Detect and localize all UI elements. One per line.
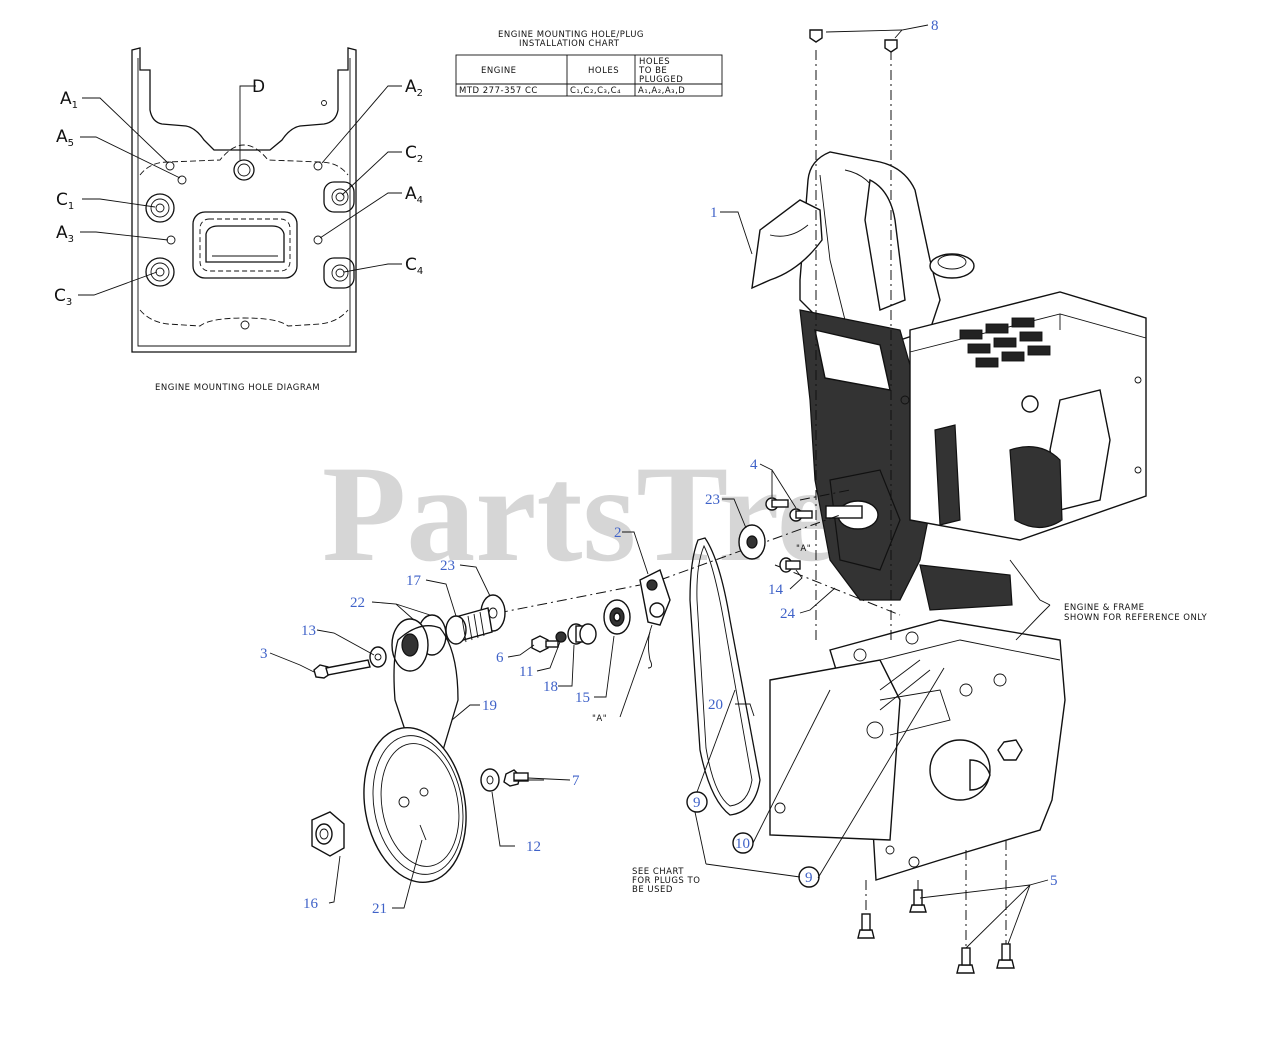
callout-18: 18 — [543, 679, 558, 695]
label-c4: C4 — [405, 255, 423, 277]
chart-header-holes: HOLES — [588, 66, 619, 76]
callout-16: 16 — [303, 896, 319, 912]
label-a2: A2 — [405, 77, 423, 99]
callout-4: 4 — [750, 457, 758, 473]
part-8-bolts — [809, 29, 898, 53]
note-reference-line1: ENGINE & FRAME — [1064, 603, 1145, 613]
callout-22: 22 — [350, 595, 365, 611]
callout-5: 5 — [1050, 873, 1058, 889]
label-a3: A3 — [56, 223, 74, 245]
label-a1: A1 — [60, 89, 78, 111]
label-a5: A5 — [56, 127, 74, 149]
callout-20: 20 — [708, 697, 723, 713]
engine-assembly — [799, 151, 1147, 611]
chart-title-line1: ENGINE MOUNTING HOLE/PLUG — [498, 30, 644, 40]
part-23-washer-right — [738, 524, 766, 560]
callout-7: 7 — [572, 773, 580, 789]
callout-23-right: 23 — [705, 492, 720, 508]
chart-header-plugged-2: TO BE — [638, 66, 667, 76]
chart-header-engine: ENGINE — [481, 66, 517, 76]
leader-lines — [269, 24, 1051, 949]
chart-cell-engine: MTD 277-357 CC — [459, 86, 538, 96]
label-a4: A4 — [405, 184, 423, 206]
part-14-bolt — [779, 557, 801, 573]
callout-3: 3 — [260, 646, 268, 662]
label-c3: C3 — [54, 286, 72, 308]
part-3-bolt — [313, 659, 371, 679]
callout-13: 13 — [301, 623, 316, 639]
notes: ENGINE & FRAME SHOWN FOR REFERENCE ONLY … — [592, 544, 1207, 895]
callout-8: 8 — [931, 18, 939, 34]
note-a-mark-upper: "A" — [796, 544, 811, 554]
note-see-chart-line1: SEE CHART — [632, 867, 684, 877]
callouts: 8 1 4 23 2 14 24 23 17 22 13 3 6 11 18 1… — [260, 18, 1058, 917]
callout-6: 6 — [496, 650, 504, 666]
part-18-spacer — [567, 623, 597, 645]
part-1-deflector — [751, 199, 823, 290]
frame-assembly — [769, 619, 1066, 881]
label-d: D — [252, 77, 265, 97]
callout-23-left: 23 — [440, 558, 455, 574]
part-21-large-pulley — [363, 726, 467, 884]
callout-21: 21 — [372, 901, 387, 917]
chart-header-plugged-1: HOLES — [639, 57, 670, 67]
note-see-chart-line2: FOR PLUGS TO — [632, 876, 700, 886]
chart-cell-holes: C₁,C₂,C₃,C₄ — [570, 86, 621, 96]
label-c2: C2 — [405, 143, 423, 165]
part-4-bolts — [765, 497, 813, 522]
note-a-mark-lower: "A" — [592, 714, 607, 724]
callout-14: 14 — [768, 582, 784, 598]
chart-title-line2: INSTALLATION CHART — [519, 39, 620, 49]
callout-9-lower: 9 — [805, 870, 813, 886]
mounting-hole-diagram: A1 A5 C1 A3 C3 D A2 C2 A4 C4 ENGINE MOUN… — [54, 47, 423, 393]
part-20-belt — [689, 537, 761, 816]
installation-chart: ENGINE MOUNTING HOLE/PLUG INSTALLATION C… — [455, 30, 723, 97]
part-22-pulley — [391, 614, 447, 672]
hole-c3 — [145, 257, 175, 287]
callout-17: 17 — [406, 573, 422, 589]
label-c1: C1 — [56, 190, 74, 212]
callout-1: 1 — [710, 205, 718, 221]
part-11-nut — [555, 631, 567, 643]
callout-2: 2 — [614, 525, 622, 541]
hole-c1 — [145, 193, 175, 223]
chart-cell-plugged: A₁,A₂,A₃,D — [638, 86, 685, 96]
callout-24: 24 — [780, 606, 796, 622]
part-15-idler-pulley — [603, 599, 631, 635]
part-5-bolts — [857, 889, 1015, 974]
diagram-caption: ENGINE MOUNTING HOLE DIAGRAM — [155, 383, 320, 393]
part-16-hub — [311, 811, 345, 857]
callout-11: 11 — [519, 664, 533, 680]
callout-10: 10 — [735, 836, 750, 852]
part-13-washer — [369, 646, 387, 668]
part-2-idler-bracket — [639, 569, 671, 669]
hole-c4 — [323, 257, 355, 289]
callout-9-upper: 9 — [693, 795, 701, 811]
part-17-hub — [445, 607, 493, 645]
note-reference-line2: SHOWN FOR REFERENCE ONLY — [1064, 613, 1207, 623]
part-6-bolt — [531, 635, 559, 653]
callout-19: 19 — [482, 698, 497, 714]
note-see-chart-line3: BE USED — [632, 885, 673, 895]
callout-15: 15 — [575, 690, 590, 706]
chart-header-plugged-3: PLUGGED — [639, 75, 683, 85]
part-7-bolt — [503, 769, 529, 787]
hole-c2 — [323, 181, 355, 213]
part-19-belt — [393, 625, 459, 764]
callout-12: 12 — [526, 839, 541, 855]
part-12-washer — [480, 768, 500, 792]
